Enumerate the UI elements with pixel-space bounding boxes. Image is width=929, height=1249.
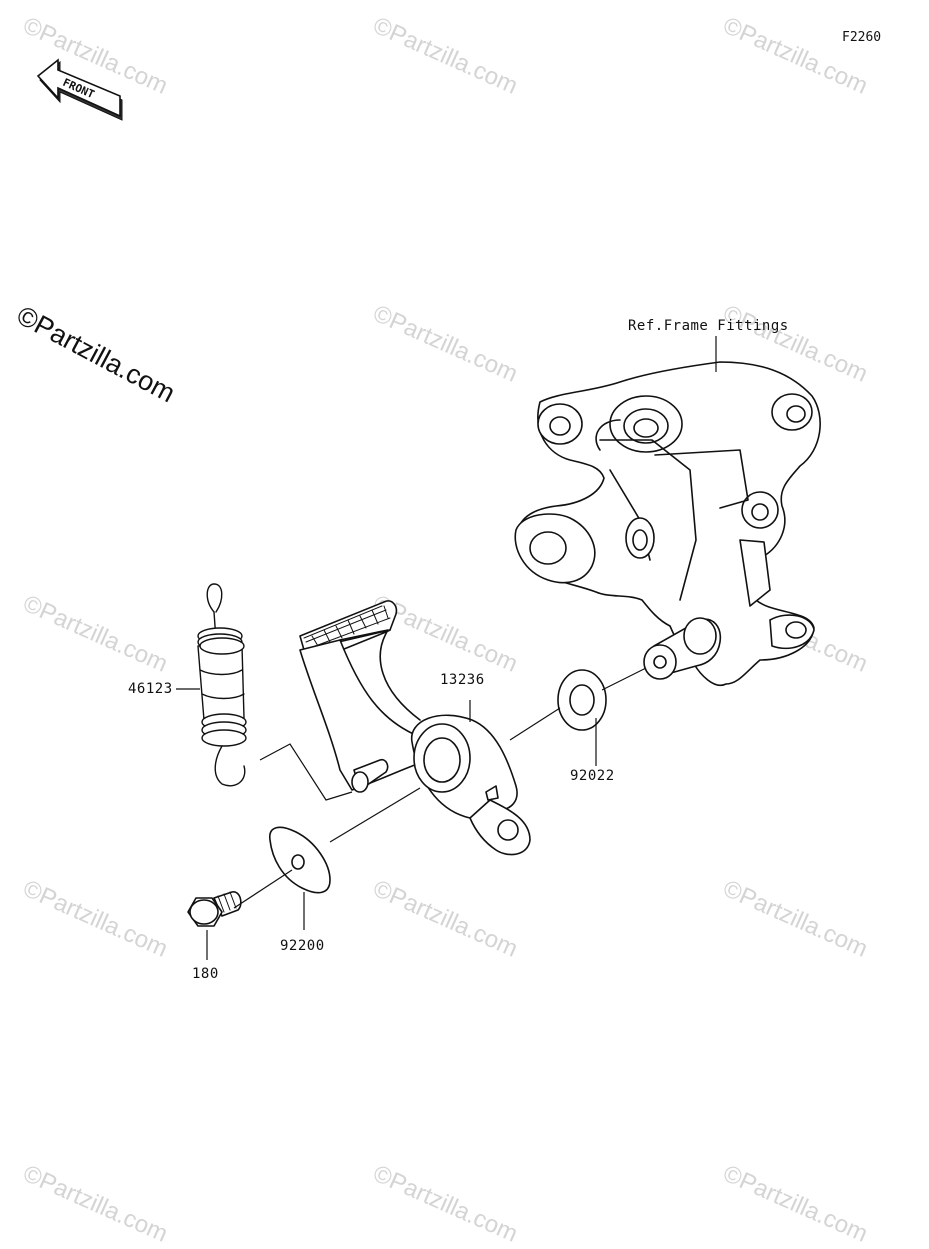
washer-92200 — [269, 826, 331, 894]
part-number-46123[interactable]: 46123 — [128, 681, 173, 697]
part-number-92022[interactable]: 92022 — [570, 768, 615, 784]
washer-92022 — [557, 669, 607, 731]
frame-fitting-bracket — [514, 361, 821, 687]
front-arrow-icon: FRONT — [36, 58, 123, 121]
brake-pedal-13236 — [299, 600, 531, 856]
reference-label: Ref.Frame Fittings — [628, 318, 789, 334]
part-number-92200[interactable]: 92200 — [280, 938, 325, 954]
parts-diagram: ©Partzilla.com ©Partzilla.com ©Partzilla… — [12, 12, 882, 1248]
bolt-180 — [187, 891, 242, 927]
return-spring-46123 — [197, 583, 247, 787]
diagram-code: F2260 — [842, 30, 882, 45]
brake-pedal-drawing — [176, 336, 821, 960]
part-number-180[interactable]: 180 — [192, 966, 219, 982]
part-number-13236[interactable]: 13236 — [440, 672, 485, 688]
